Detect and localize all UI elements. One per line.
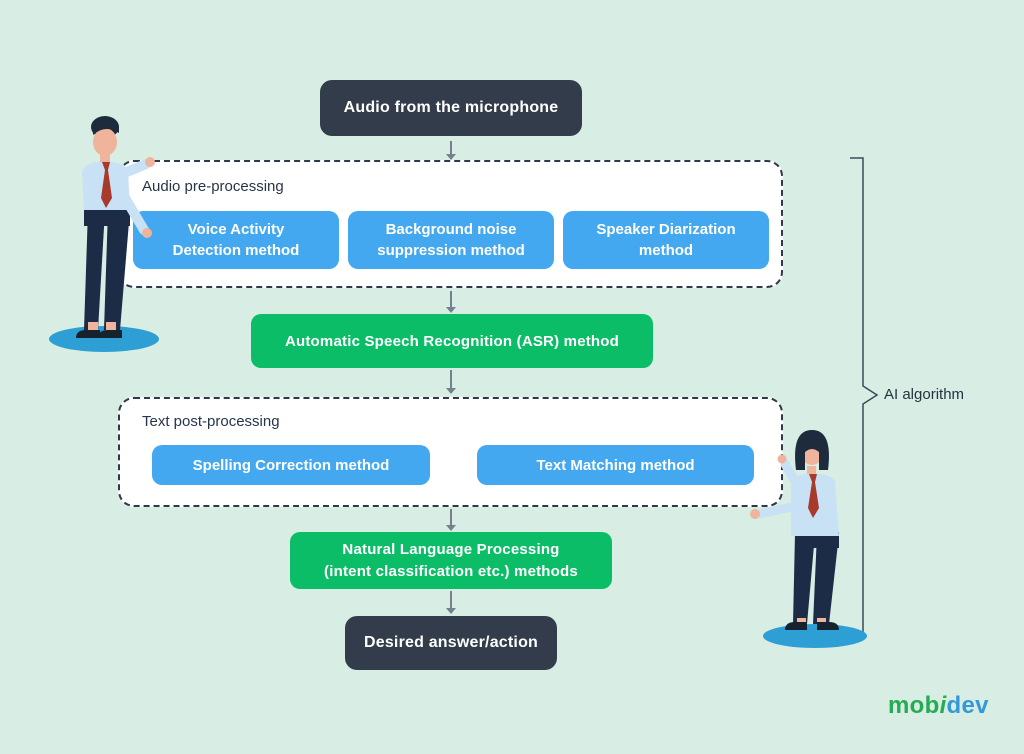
asr-box: Automatic Speech Recognition (ASR) metho…	[251, 314, 653, 368]
method-box-noise-suppression: Background noise suppression method	[348, 211, 554, 269]
illustration-woman	[750, 430, 867, 648]
illustration-man	[49, 116, 159, 352]
result-label: Desired answer/action	[363, 634, 539, 651]
result-box: Desired answer/action	[345, 616, 557, 670]
logo-part-mob: mob	[888, 692, 940, 719]
method-label: Speaker Diarization method	[596, 221, 736, 259]
flow-arrow	[445, 141, 457, 160]
text-postprocessing-title: Text post-processing	[142, 413, 280, 430]
source-box: Audio from the microphone	[320, 80, 582, 136]
method-label: Text Matching method	[536, 456, 695, 474]
flow-arrow	[445, 370, 457, 394]
method-label: Voice Activity Detection method	[172, 221, 300, 259]
nlp-label: Natural Language Processing (intent clas…	[324, 540, 578, 580]
source-label: Audio from the microphone	[343, 99, 559, 116]
mobidev-logo: mobidev	[888, 692, 989, 720]
flow-arrow	[445, 591, 457, 614]
method-box-spelling-correction: Spelling Correction method	[152, 445, 430, 485]
flow-arrow	[445, 291, 457, 313]
logo-part-i: i	[939, 692, 947, 719]
flow-arrow	[445, 509, 457, 531]
method-box-speaker-diarization: Speaker Diarization method	[563, 211, 769, 269]
asr-label: Automatic Speech Recognition (ASR) metho…	[284, 332, 620, 350]
nlp-box: Natural Language Processing (intent clas…	[290, 532, 612, 589]
method-box-text-matching: Text Matching method	[477, 445, 754, 485]
ai-algorithm-label: AI algorithm	[884, 386, 965, 403]
method-label: Spelling Correction method	[192, 456, 390, 474]
method-label: Background noise suppression method	[377, 221, 525, 259]
audio-preprocessing-title: Audio pre-processing	[142, 178, 284, 195]
audio-preprocessing-panel: Audio pre-processing Voice Activity Dete…	[118, 160, 783, 288]
logo-part-dev: dev	[946, 692, 989, 719]
method-box-voice-activity: Voice Activity Detection method	[133, 211, 339, 269]
text-postprocessing-panel: Text post-processing Spelling Correction…	[118, 397, 783, 507]
